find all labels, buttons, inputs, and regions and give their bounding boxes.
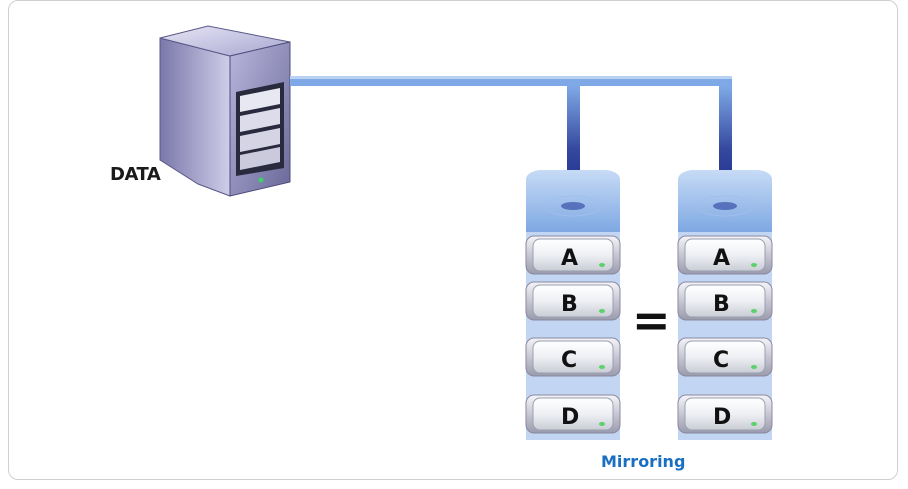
disk-slot: B [525,281,621,321]
equals-sign: = [632,293,671,347]
server-data-label: DATA [110,164,161,185]
disk-letter-label: B [561,292,578,317]
disk-slot: C [677,337,773,377]
disk-slot: A [525,235,621,275]
disk-letter-label: A [713,246,730,271]
disk-letter-label: B [713,292,730,317]
disk-slot: D [677,394,773,434]
status-led-icon [751,309,757,313]
status-led-icon [751,422,757,426]
status-led-icon [599,309,605,313]
disk-slot: B [677,281,773,321]
status-led-icon [599,365,605,369]
disk-letter-label: D [713,405,731,430]
disk-letter-label: C [713,348,729,373]
status-led-icon [599,422,605,426]
status-led-icon [599,263,605,267]
status-led-icon [751,263,757,267]
disk-array-right: A B C D [677,170,773,440]
disk-slot: D [525,394,621,434]
disk-letter-label: A [561,246,578,271]
disk-letter-label: C [561,348,577,373]
disk-slot: A [677,235,773,275]
network-cable [290,76,732,202]
disk-array-left: A B C D [525,170,621,440]
disk-slot: C [525,337,621,377]
disk-letter-label: D [561,405,579,430]
server-tower-icon [159,25,291,197]
mirroring-caption: Mirroring [601,452,685,471]
status-led-icon [751,365,757,369]
